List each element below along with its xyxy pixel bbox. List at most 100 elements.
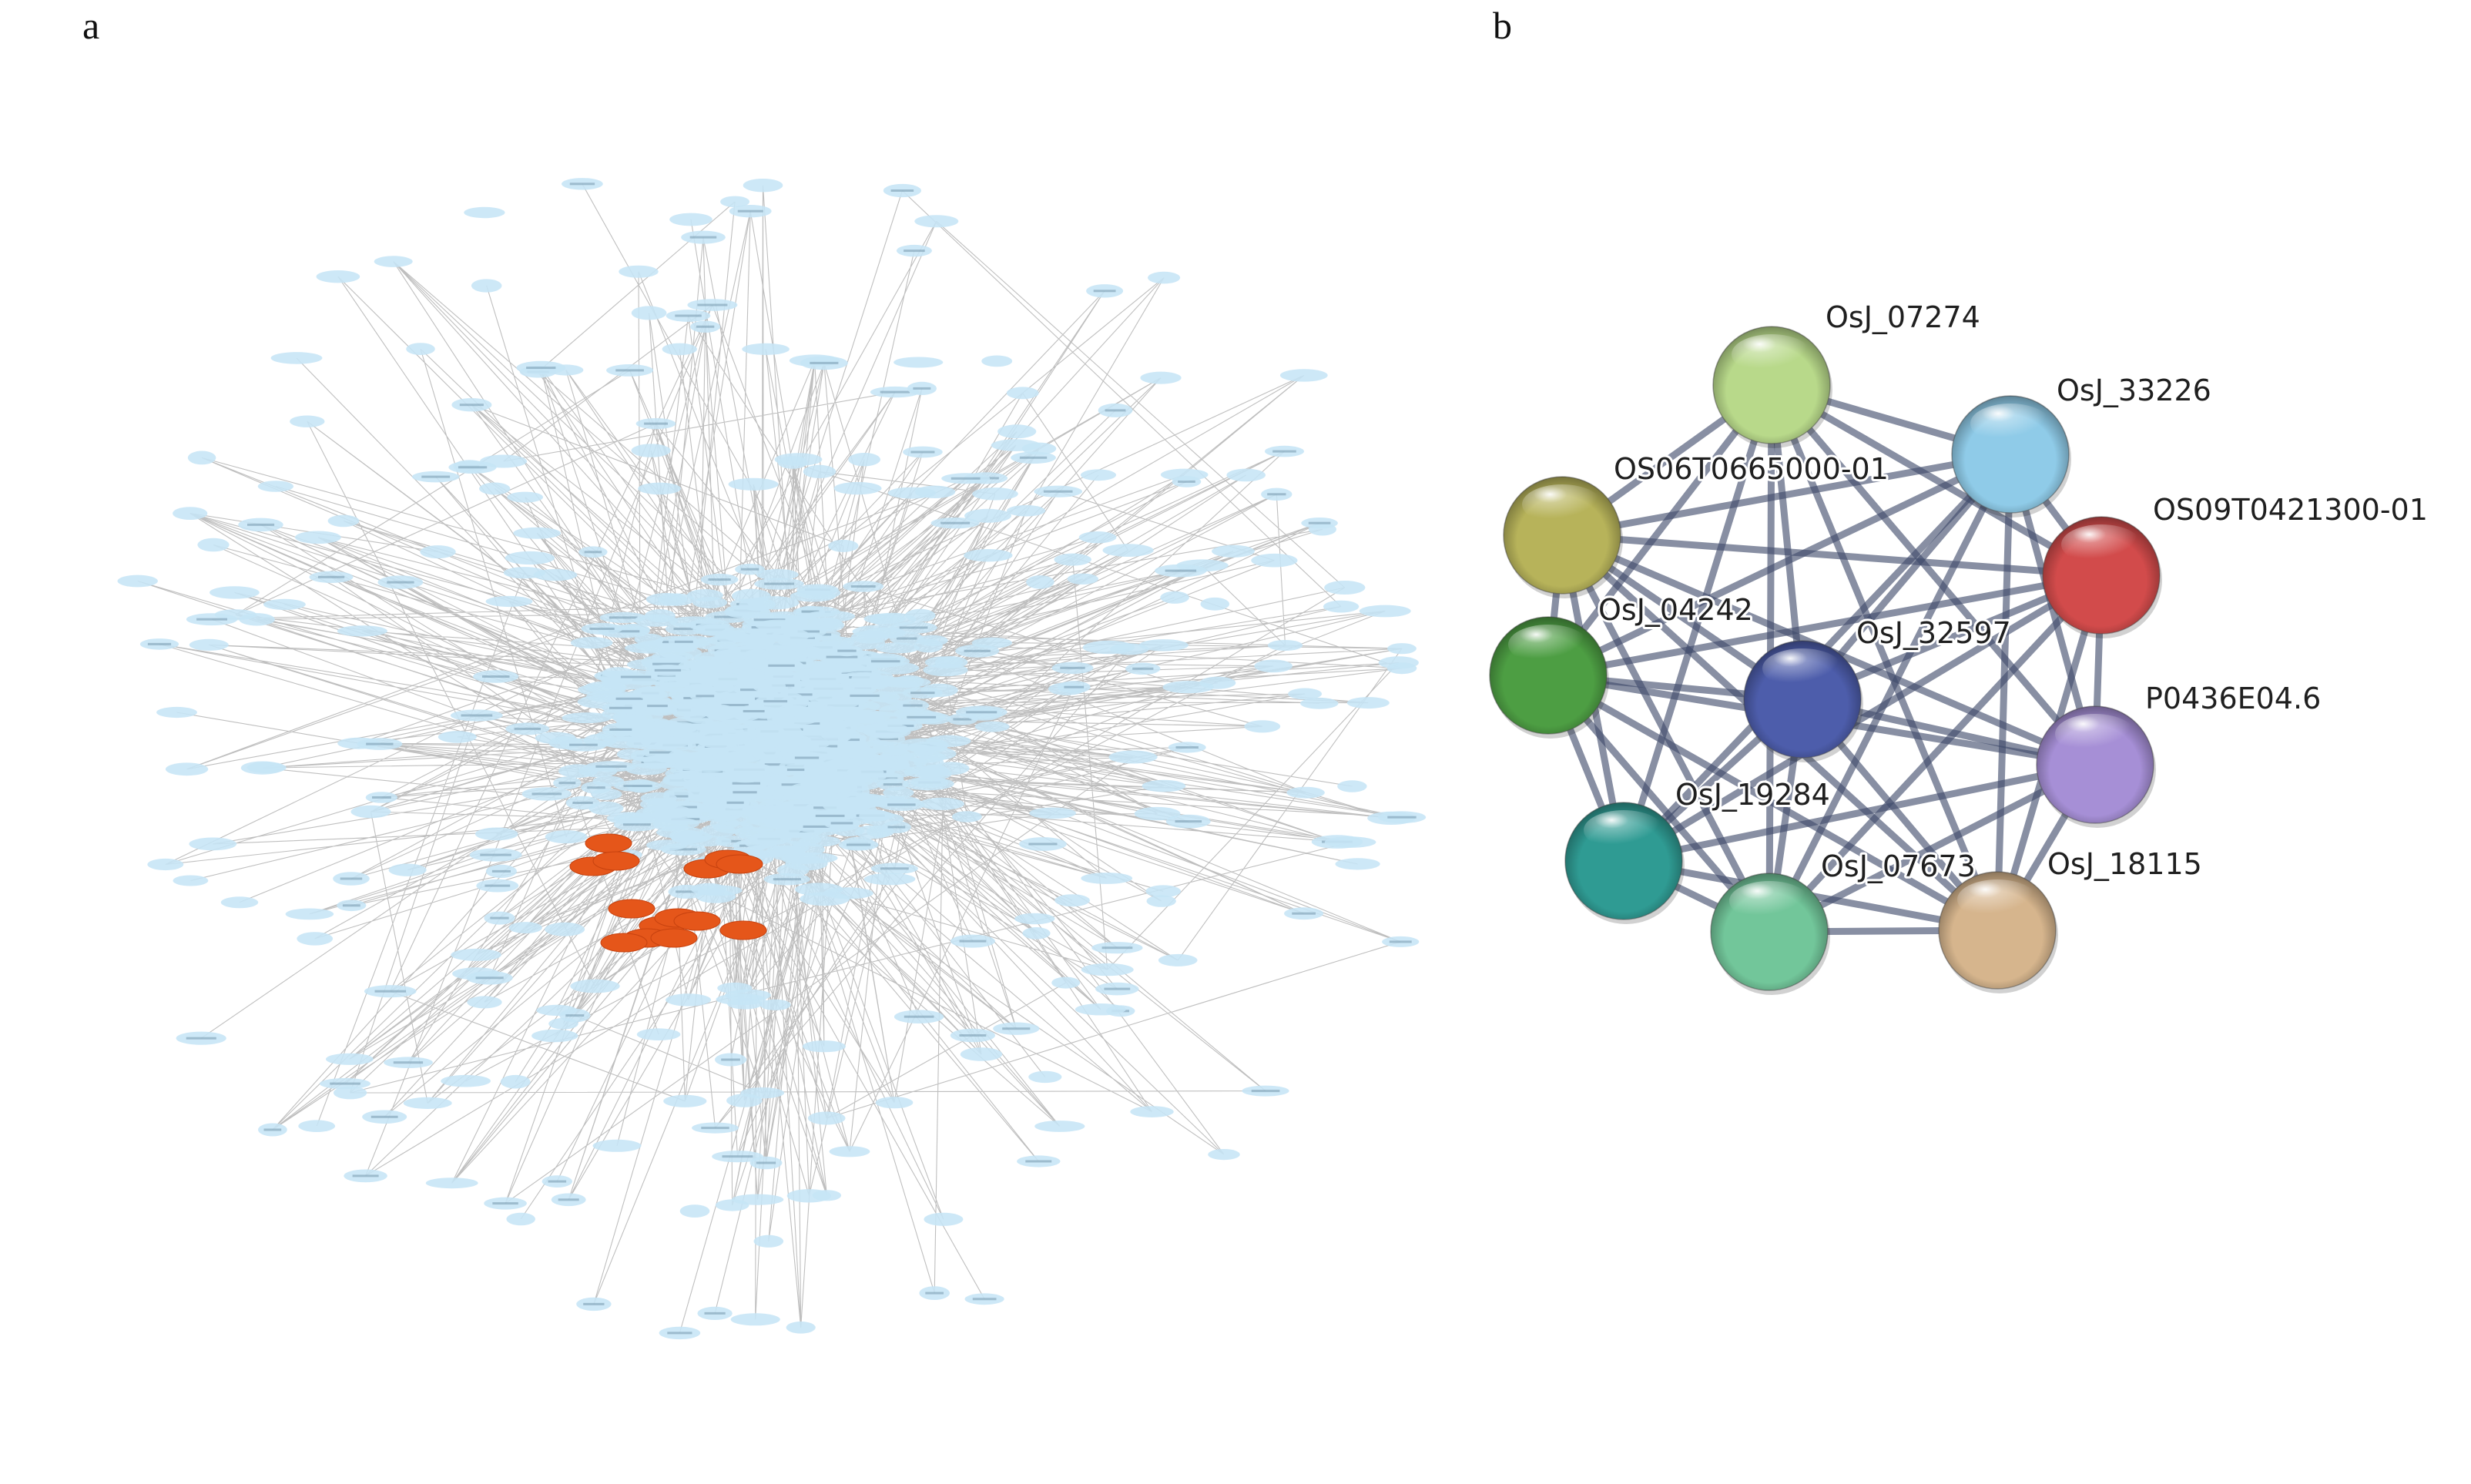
network-a-node-label-mark: [689, 236, 717, 239]
network-a-node: [1014, 913, 1055, 925]
network-a-node-label-mark: [1105, 409, 1126, 412]
network-a-node: [951, 811, 982, 822]
network-a-node: [747, 596, 800, 610]
network-b-edge: [1765, 761, 2099, 936]
network-a-node: [592, 1139, 642, 1152]
network-a-node: [1208, 1149, 1240, 1161]
network-a-node: [1007, 504, 1046, 517]
network-a-node-label-mark: [721, 704, 749, 706]
network-a-node-label-mark: [514, 727, 541, 730]
network-a-node: [625, 763, 667, 775]
network-b-edge: [1620, 381, 1775, 865]
network-a-node: [1081, 963, 1134, 976]
network-a-node-label-mark: [366, 742, 394, 745]
network-a-node-label-mark: [461, 714, 493, 717]
network-a-node-label-mark: [764, 582, 794, 585]
network-a-node-label-mark: [584, 551, 602, 554]
network-a-node: [803, 464, 837, 479]
network-a-node-label-mark: [781, 783, 801, 786]
network-a-node-label-mark: [317, 575, 345, 578]
network-a-node: [147, 858, 184, 871]
network-a-node-label-mark: [726, 801, 744, 804]
network-a-node: [633, 685, 677, 698]
network-a-node: [406, 343, 435, 355]
network-a-node: [187, 451, 216, 465]
network-a-node: [656, 826, 705, 839]
network-b-edge: [1544, 672, 2001, 934]
network-a-node-label-mark: [1002, 1027, 1031, 1030]
network-a-node: [638, 482, 681, 495]
network-a-node: [872, 742, 909, 756]
network-a-node: [728, 477, 779, 491]
network-a-node: [165, 762, 209, 776]
network-a-node-label-mark: [773, 878, 801, 881]
network-a-node-label-mark: [910, 451, 935, 454]
network-a-node-label-mark: [548, 1180, 567, 1183]
network-a-node: [545, 922, 585, 936]
network-a-node-label-mark: [925, 1291, 944, 1295]
network-a-node: [441, 1074, 491, 1087]
network-a-node: [631, 444, 671, 457]
network-a-node: [779, 800, 813, 814]
network-a-node-label-mark: [819, 745, 838, 748]
network-a-node-label-mark: [589, 628, 615, 630]
network-b-label-n2: OsJ_33226: [2057, 374, 2211, 407]
network-a-node-label-mark: [370, 1115, 398, 1118]
network-a-node: [1323, 600, 1360, 613]
network-a-node-label-mark: [609, 616, 638, 619]
network-a-node: [652, 817, 699, 830]
network-a-node: [974, 721, 1010, 732]
network-a-node: [333, 1086, 367, 1100]
network-a-node: [699, 720, 727, 734]
network-a-node: [923, 663, 968, 677]
network-a-node: [246, 762, 287, 774]
network-b-edge: [1620, 761, 2099, 865]
network-a-node-label-mark: [951, 477, 981, 480]
network-a-node: [1130, 1106, 1174, 1117]
network-a-node: [508, 922, 542, 934]
network-a-node: [964, 508, 1011, 523]
network-a-node: [1386, 662, 1417, 675]
network-a-node: [683, 773, 715, 786]
network-a-node-label-mark: [595, 765, 627, 768]
network-a-node: [1160, 591, 1189, 604]
network-a-node: [859, 810, 892, 822]
network-a-node: [438, 731, 477, 743]
network-a-node-label-mark: [669, 848, 697, 851]
network-a-node: [800, 892, 850, 906]
network-a-node-label-mark: [569, 743, 598, 746]
network-a-node: [666, 993, 712, 1007]
network-a-node: [513, 527, 562, 539]
network-a-node-label-mark: [1175, 746, 1199, 749]
network-a-node-label-mark: [959, 1034, 987, 1037]
network-a-node: [1146, 895, 1176, 907]
network-a-hub-node: [600, 933, 648, 953]
network-a-node: [726, 771, 765, 783]
network-a-node-label-mark: [372, 796, 391, 799]
network-b-label-n8: OsJ_19284: [1675, 778, 1830, 812]
network-a-node: [584, 681, 627, 694]
network-b-node-n9: [1710, 873, 1830, 995]
network-a-node-label-mark: [1025, 1160, 1052, 1163]
network-a-node: [875, 1097, 914, 1109]
network-b-node-n8: [1564, 802, 1685, 924]
network-a-node-label-mark: [903, 704, 923, 707]
network-a-node: [1078, 531, 1117, 544]
network-a-node-label-mark: [387, 581, 414, 584]
network-a-node-label-mark: [850, 585, 876, 588]
network-a-node: [1200, 597, 1230, 611]
network-a-hub-node: [719, 920, 767, 940]
network-a-node: [464, 206, 505, 219]
network-a-node: [972, 487, 1018, 501]
network-a-node-label-mark: [421, 475, 451, 478]
network-a-node: [474, 827, 518, 841]
network-a-node: [640, 736, 692, 749]
network-a-node: [257, 481, 294, 492]
network-a-hub-node: [608, 899, 655, 919]
network-a-node-label-mark: [526, 367, 556, 370]
network-b-edge: [1768, 381, 2105, 579]
network-a-node: [717, 982, 753, 994]
network-a-node: [117, 575, 158, 588]
network-a-node-label-mark: [673, 628, 699, 631]
